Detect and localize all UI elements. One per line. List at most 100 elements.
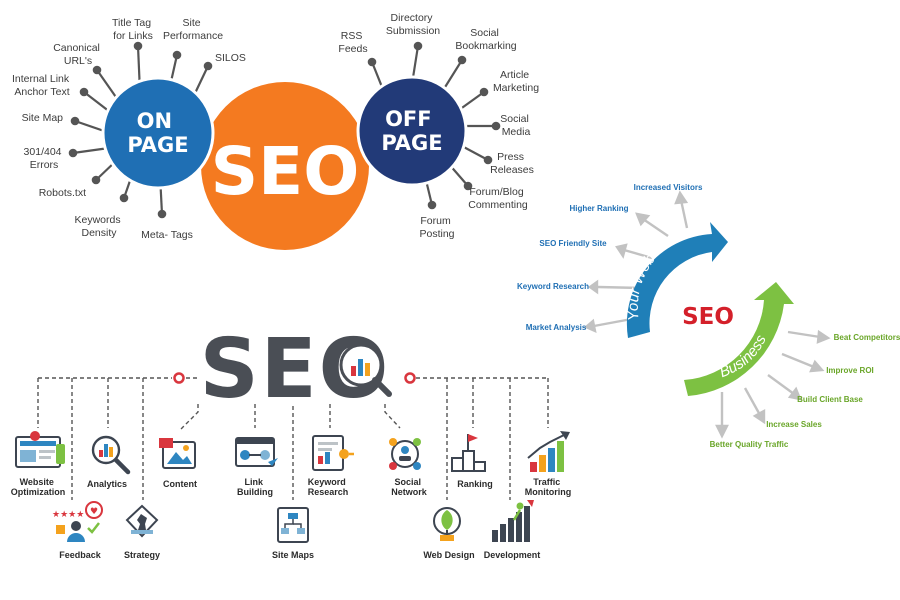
analytics-icon — [91, 435, 131, 475]
icon-part — [508, 518, 514, 542]
content-icon — [159, 438, 196, 469]
spoke-dot — [479, 87, 489, 97]
off-page-labels: RSS Feeds Directory Submission Social Bo… — [338, 12, 539, 240]
keyword-research-icon — [312, 435, 354, 471]
label-line: Forum/Blog — [469, 186, 523, 198]
off-page-item-label: Press Releases — [490, 151, 534, 176]
arrow-head — [583, 318, 597, 334]
spoke-dot — [157, 209, 167, 219]
spoke-301-404 — [72, 146, 110, 155]
icon-part — [131, 530, 153, 534]
tree-item-label: Social Network — [391, 477, 428, 497]
arrow-line — [597, 285, 642, 290]
cycle-item-label: SEO Friendly Site — [539, 239, 607, 248]
tree-item-label: Keyword Research — [308, 477, 349, 497]
arrow-head — [752, 408, 766, 425]
on-page-labels: Title Tag for Links Site Performance Can… — [12, 17, 246, 241]
icon-part — [20, 450, 36, 462]
on-page-item-label: 301/404 Errors — [24, 146, 65, 171]
label-line: Article — [500, 69, 529, 81]
tree-item-label: Website Optimization — [11, 477, 66, 497]
icon-part — [113, 457, 131, 475]
label-line: Building — [237, 487, 273, 497]
off-page-item-label: Forum Posting — [419, 215, 454, 240]
spoke-dot — [70, 116, 80, 126]
icon-part — [441, 510, 453, 530]
cycle-item-label: Increased Visitors — [634, 183, 703, 192]
on-page-item-label: Canonical URL's — [53, 42, 103, 67]
icon-part — [413, 438, 421, 446]
arrow-line — [642, 218, 669, 237]
label-line: Research — [308, 487, 349, 497]
icon-part — [297, 528, 305, 534]
icon-part — [236, 438, 274, 444]
icon-part — [399, 456, 411, 461]
arrow-line — [623, 248, 653, 260]
tree-item-label: Feedback — [59, 550, 102, 560]
label-line: Monitoring — [525, 487, 572, 497]
on-page-item-label: Robots.txt — [39, 187, 86, 199]
website-optimization-icon — [15, 431, 65, 468]
off-page-item-label: Social Media — [500, 113, 532, 138]
off-page-title-line: OFF — [385, 107, 432, 131]
seo-cycle: Your Web Site Business SEO Increased Vis… — [517, 183, 900, 449]
label-line: Feeds — [338, 43, 367, 55]
label-line: Site Maps — [272, 550, 314, 560]
on-page-title-line: PAGE — [127, 133, 188, 157]
spoke-dot — [133, 41, 143, 51]
icon-part — [99, 450, 103, 457]
label-line: Marketing — [493, 82, 539, 94]
connector-node — [404, 372, 416, 384]
connector-line — [384, 404, 401, 429]
icon-part — [281, 528, 289, 534]
label-line: Meta- Tags — [141, 229, 193, 241]
icon-part — [516, 502, 524, 510]
icon-part — [548, 448, 555, 472]
icon-part — [87, 522, 100, 534]
on-page-title: ON PAGE — [127, 109, 188, 157]
label-line: Traffic — [533, 477, 560, 487]
label-line: Directory — [391, 12, 434, 24]
tree-connectors — [37, 377, 549, 500]
social-network-icon — [389, 438, 421, 470]
magnifier-icon — [339, 343, 392, 397]
icon-part — [104, 444, 108, 457]
label-line: URL's — [64, 55, 92, 67]
icon-part — [52, 511, 84, 517]
tree-item-label: Content — [163, 479, 197, 489]
magnifier-bar — [365, 363, 370, 376]
label-line: Ranking — [457, 479, 493, 489]
icon-part — [39, 450, 55, 453]
spoke-dot — [483, 155, 493, 165]
arrow-line — [679, 199, 689, 229]
spoke-dot — [457, 55, 467, 65]
spoke-dot — [119, 193, 129, 203]
on-page-spokes — [68, 41, 213, 219]
icon-part — [167, 452, 192, 464]
label-line: Keyword — [308, 477, 346, 487]
off-page-item-label: Directory Submission — [386, 12, 440, 37]
label-line: Content — [163, 479, 197, 489]
icon-part — [284, 519, 294, 528]
web-design-icon — [433, 507, 461, 541]
spoke-dot — [427, 200, 437, 210]
label-line: Forum — [420, 215, 451, 227]
on-page-item-label: Title Tag for Links — [112, 17, 154, 42]
icon-part — [71, 521, 81, 531]
seo-center-label: SEO — [211, 133, 360, 210]
label-line: Optimization — [11, 487, 66, 497]
label-line: Internal Link — [12, 73, 70, 85]
label-line: Releases — [490, 164, 534, 176]
tree-item-label: Strategy — [124, 550, 160, 560]
cycle-item-label: Increase Sales — [766, 420, 822, 429]
label-line: Site Map — [22, 112, 64, 124]
icon-part — [85, 501, 103, 519]
strategy-icon — [125, 504, 159, 538]
arrow-head — [809, 359, 825, 373]
icon-part — [56, 525, 65, 534]
on-page-item-label: Keywords Density — [74, 214, 123, 239]
seo-services-tree: SEO — [11, 322, 572, 560]
on-page-item-label: SILOS — [215, 52, 246, 64]
arrow-head — [816, 329, 831, 344]
spoke-article — [458, 91, 485, 111]
